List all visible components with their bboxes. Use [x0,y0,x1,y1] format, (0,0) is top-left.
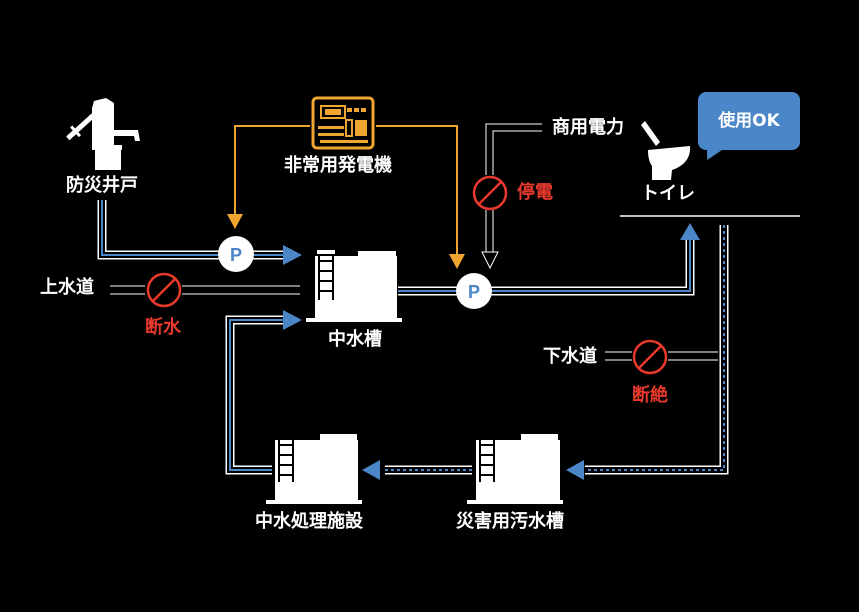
toilet-label: トイレ [641,183,695,204]
arrow-icon [566,460,584,480]
toilet-icon [641,121,691,180]
generator-icon [311,96,375,150]
intermediate-tank-label: 中水槽 [328,329,382,350]
sewer-line [605,351,718,361]
arrow-icon [449,254,465,269]
prohibited-icon [146,272,182,308]
toilet-status: 使用OK [718,111,780,131]
toilet-status-bubble: 使用OK [698,92,800,150]
arrow-icon [680,223,700,240]
tank-icon [306,250,402,322]
water-pipes [97,200,695,475]
prohibited-icon [472,175,508,211]
arrow-icon [362,460,380,480]
tank-icon [266,434,362,504]
hand-pump-icon [66,98,140,170]
pump-label: P [468,282,480,302]
prohibited-icon [632,339,668,375]
water-cut-label: 断水 [145,317,181,338]
pipe-tank-to-toilet [398,236,695,296]
pipe-treatment-to-tank [225,315,283,475]
tank-icon [467,434,563,504]
water-supply-label: 上水道 [40,277,94,298]
water-supply-line [110,285,300,295]
arrow-icon [283,310,302,330]
pipe-well-to-tank [97,200,285,260]
arrow-icon [283,245,302,265]
sewer-cut-label: 断絶 [632,385,668,406]
generator-label: 非常用発電機 [284,155,392,176]
well-label: 防災井戸 [66,175,138,196]
disaster-tank-label: 災害用汚水槽 [456,511,564,532]
power-outage-label: 停電 [517,182,553,203]
pump-icon: P [218,236,254,272]
pump-icon: P [456,273,492,309]
sewer-label: 下水道 [543,346,597,367]
commercial-power-line [481,123,542,270]
pump-label: P [230,245,242,265]
treatment-facility-label: 中水処理施設 [255,511,363,532]
power-lines [234,125,458,255]
commercial-power-label: 商用電力 [552,117,624,138]
arrow-icon [227,214,243,229]
sewage-pipes [385,225,729,475]
